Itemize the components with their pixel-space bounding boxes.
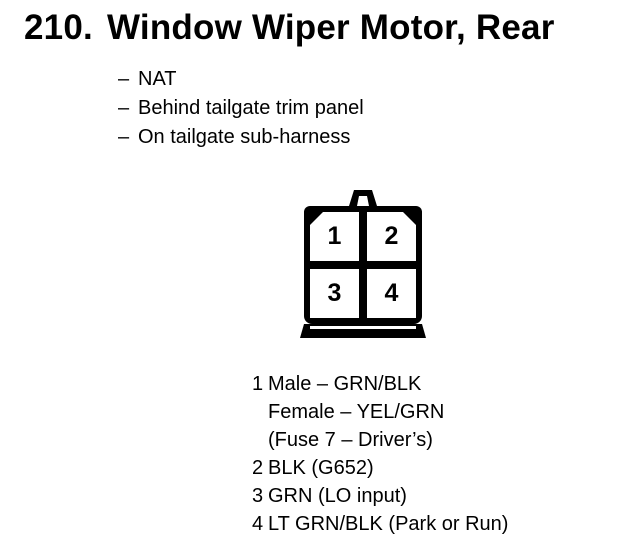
connector-diagram: 1 2 3 4 [300,190,426,338]
connector-body: 1 2 3 4 [304,206,422,324]
pin-number: 3 [252,485,264,507]
note-text: On tailgate sub-harness [138,126,351,148]
pin-description-line: Female – YEL/GRN [268,401,445,423]
connector-base-flange [300,324,426,338]
connector-cavity-3: 3 [310,269,359,318]
connector-cavity-2: 2 [367,212,416,261]
cavity-number: 1 [327,222,342,250]
cavity-number: 3 [327,279,342,307]
pin-number: 2 [252,457,264,479]
pin-description-line: GRN (LO input) [268,485,407,507]
pin-description: BLK (G652) [268,454,374,482]
figure-title-text: Window Wiper Motor, Rear [107,8,555,47]
note-text: Behind tailgate trim panel [138,97,364,119]
connector-lock-tab-icon [349,190,377,206]
figure-number: 210. [24,8,93,47]
dash-bullet: – [118,68,130,90]
dash-bullet: – [118,97,130,119]
dash-bullet: – [118,126,130,148]
pin-row-1: 1 Male – GRN/BLK Female – YEL/GRN (Fuse … [252,370,508,454]
pin-list: 1 Male – GRN/BLK Female – YEL/GRN (Fuse … [252,370,508,538]
cavity-number: 4 [384,279,399,307]
pin-description-line: LT GRN/BLK (Park or Run) [268,513,509,535]
note-line: – Behind tailgate trim panel [118,94,364,123]
note-text: NAT [138,68,177,90]
pin-description: GRN (LO input) [268,482,407,510]
pin-description-line: BLK (G652) [268,457,374,479]
location-notes: – NAT – Behind tailgate trim panel – On … [118,65,364,152]
connector-cavity-4: 4 [367,269,416,318]
connector-cavity-1: 1 [310,212,359,261]
pin-description: LT GRN/BLK (Park or Run) [268,510,508,538]
pin-description-line: (Fuse 7 – Driver’s) [268,429,433,451]
note-line: – On tailgate sub-harness [118,123,364,152]
cavity-number: 2 [384,222,399,250]
pin-description-line: Male – GRN/BLK [268,373,422,395]
pin-row-3: 3 GRN (LO input) [252,482,508,510]
page-title: 210. Window Wiper Motor, Rear [24,10,555,45]
pin-description: Male – GRN/BLK Female – YEL/GRN (Fuse 7 … [268,370,444,454]
note-line: – NAT [118,65,364,94]
pin-number: 4 [252,513,264,535]
pin-row-2: 2 BLK (G652) [252,454,508,482]
pin-number: 1 [252,373,264,395]
pin-row-4: 4 LT GRN/BLK (Park or Run) [252,510,508,538]
